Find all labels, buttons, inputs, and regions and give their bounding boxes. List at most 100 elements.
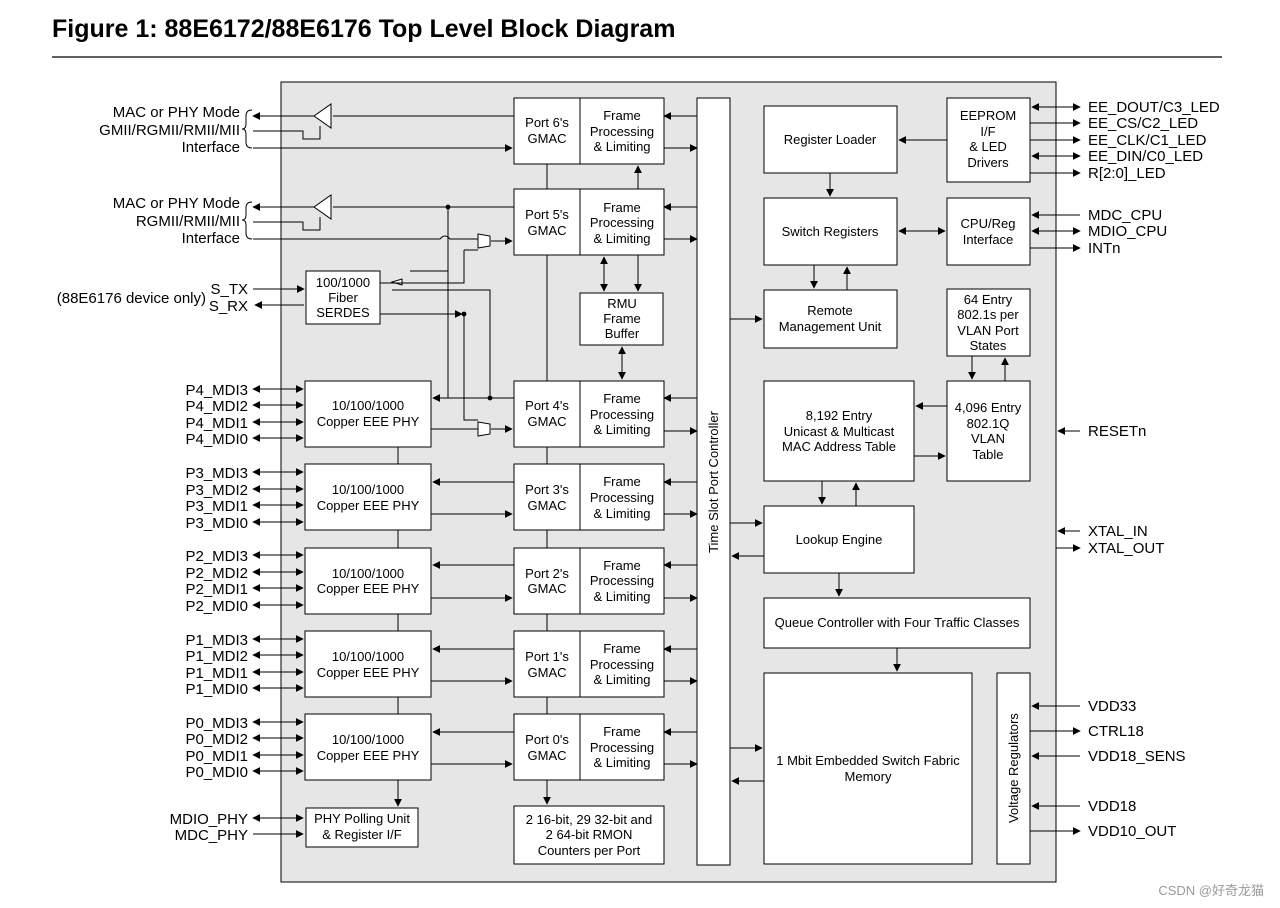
gmac1-block: Port 1's GMAC [513,630,581,698]
svg-text:SERDES: SERDES [316,305,370,320]
svg-text:Port 2's: Port 2's [525,566,569,581]
svg-text:Fiber: Fiber [328,290,358,305]
p0-mdi0-pin: P0_MDI0 [185,764,248,781]
svg-text:Buffer: Buffer [605,326,640,341]
svg-text:Processing: Processing [590,490,654,505]
p4-mdi0-pin: P4_MDI0 [185,431,248,448]
gmac2-block: Port 2's GMAC [513,547,581,615]
queue-controller-block: Queue Controller with Four Traffic Class… [763,597,1031,649]
gmac6-block: Port 6's GMAC [513,97,581,165]
svg-text:& Limiting: & Limiting [593,422,650,437]
svg-text:1 Mbit Embedded Switch Fabric: 1 Mbit Embedded Switch Fabric [776,753,960,768]
ee-din-pin: EE_DIN/C0_LED [1088,148,1203,165]
svg-text:& Limiting: & Limiting [593,231,650,246]
svg-text:Frame: Frame [603,724,641,739]
xtal-in-pin: XTAL_IN [1088,523,1148,540]
mdio-cpu-pin: MDIO_CPU [1088,223,1167,240]
switch-registers-block: Switch Registers [763,197,898,266]
p4-mdi3-pin: P4_MDI3 [185,382,248,399]
frame5-block: Frame Processing & Limiting [579,188,665,256]
svg-text:GMAC: GMAC [528,581,567,596]
mac6-brace [241,109,253,149]
rmon-block: 2 16-bit, 29 32-bit and 2 64-bit RMON Co… [513,805,665,865]
p0-mdi3-pin: P0_MDI3 [185,715,248,732]
frame1-block: Frame Processing & Limiting [579,630,665,698]
p3-mdi1-pin: P3_MDI1 [185,498,248,515]
svg-text:10/100/1000: 10/100/1000 [332,732,404,747]
mac5-label-line1: MAC or PHY Mode [113,195,240,212]
svg-text:Unicast & Multicast: Unicast & Multicast [784,424,895,439]
svg-text:& Limiting: & Limiting [593,139,650,154]
resetn-pin: RESETn [1088,423,1146,440]
svg-text:Copper EEE PHY: Copper EEE PHY [317,581,420,596]
svg-text:& Register I/F: & Register I/F [322,827,402,842]
svg-text:Port 0's: Port 0's [525,732,569,747]
p3-mdi0-pin: P3_MDI0 [185,515,248,532]
svg-text:2 16-bit, 29 32-bit and: 2 16-bit, 29 32-bit and [526,812,652,827]
p1-mdi0-pin: P1_MDI0 [185,681,248,698]
svg-text:100/1000: 100/1000 [316,275,370,290]
svg-text:RMU: RMU [607,296,637,311]
svg-text:Time Slot Port Controller: Time Slot Port Controller [706,410,721,553]
remote-management-block: Remote Management Unit [763,289,898,349]
svg-text:MAC Address Table: MAC Address Table [782,439,896,454]
p1-mdi2-pin: P1_MDI2 [185,648,248,665]
svg-text:10/100/1000: 10/100/1000 [332,482,404,497]
svg-text:64 Entry: 64 Entry [964,292,1013,307]
svg-text:Remote: Remote [807,303,853,318]
p2-mdi2-pin: P2_MDI2 [185,565,248,582]
svg-text:GMAC: GMAC [528,665,567,680]
p4-mdi1-pin: P4_MDI1 [185,415,248,432]
gmac3-block: Port 3's GMAC [513,463,581,531]
mac-address-table-block: 8,192 Entry Unicast & Multicast MAC Addr… [763,380,915,482]
svg-text:Processing: Processing [590,407,654,422]
figure-title: Figure 1: 88E6172/88E6176 Top Level Bloc… [52,15,675,43]
mac6-label-line3: Interface [182,139,240,156]
svg-text:802.1s per: 802.1s per [957,307,1019,322]
frame3-block: Frame Processing & Limiting [579,463,665,531]
phy1-block: 10/100/1000 Copper EEE PHY [304,630,432,698]
svg-text:Frame: Frame [603,558,641,573]
vdd18-sens-pin: VDD18_SENS [1088,748,1186,765]
svg-text:Copper EEE PHY: Copper EEE PHY [317,665,420,680]
svg-text:Port 6's: Port 6's [525,115,569,130]
svg-text:Copper EEE PHY: Copper EEE PHY [317,748,420,763]
p1-mdi1-pin: P1_MDI1 [185,665,248,682]
frame4-block: Frame Processing & Limiting [579,380,665,448]
svg-text:Lookup Engine: Lookup Engine [796,532,883,547]
mac6-label-line2: GMII/RGMII/RMII/MII [99,122,240,139]
svg-text:Frame: Frame [603,474,641,489]
svg-text:Port 4's: Port 4's [525,398,569,413]
phy0-block: 10/100/1000 Copper EEE PHY [304,713,432,781]
register-loader-block: Register Loader [763,105,898,174]
r-led-pin: R[2:0]_LED [1088,165,1166,182]
serdes-block: 100/1000 Fiber SERDES [305,270,381,325]
p2-mdi1-pin: P2_MDI1 [185,581,248,598]
svg-text:Port 5's: Port 5's [525,207,569,222]
svg-text:4,096 Entry: 4,096 Entry [955,400,1022,415]
phy2-block: 10/100/1000 Copper EEE PHY [304,547,432,615]
right-pin-arrows [1030,103,1081,835]
phy-polling-block: PHY Polling Unit & Register I/F [305,807,419,848]
svg-text:10/100/1000: 10/100/1000 [332,649,404,664]
vdd33-pin: VDD33 [1088,698,1136,715]
ee-clk-pin: EE_CLK/C1_LED [1088,132,1207,149]
svg-text:I/F: I/F [980,124,995,139]
svg-text:Frame: Frame [603,200,641,215]
frame6-block: Frame Processing & Limiting [579,97,665,165]
phy4-block: 10/100/1000 Copper EEE PHY [304,380,432,448]
right-pin-labels: EE_DOUT/C3_LED EE_CS/C2_LED EE_CLK/C1_LE… [1088,99,1220,840]
svg-text:Frame: Frame [603,108,641,123]
svg-text:Drivers: Drivers [967,155,1009,170]
rmu-block: RMU Frame Buffer [579,292,664,346]
svg-text:Frame: Frame [603,641,641,656]
eeprom-block: EEPROM I/F & LED Drivers [946,97,1031,183]
gmac-frame-lines [543,112,763,805]
svg-text:& Limiting: & Limiting [593,589,650,604]
svg-text:Processing: Processing [590,657,654,672]
p2-mdi0-pin: P2_MDI0 [185,598,248,615]
s-tx-pin: S_TX [210,281,248,298]
p1-mdi3-pin: P1_MDI3 [185,632,248,649]
intn-pin: INTn [1088,240,1121,257]
serdes-device-note: (88E6176 device only) [57,290,206,307]
